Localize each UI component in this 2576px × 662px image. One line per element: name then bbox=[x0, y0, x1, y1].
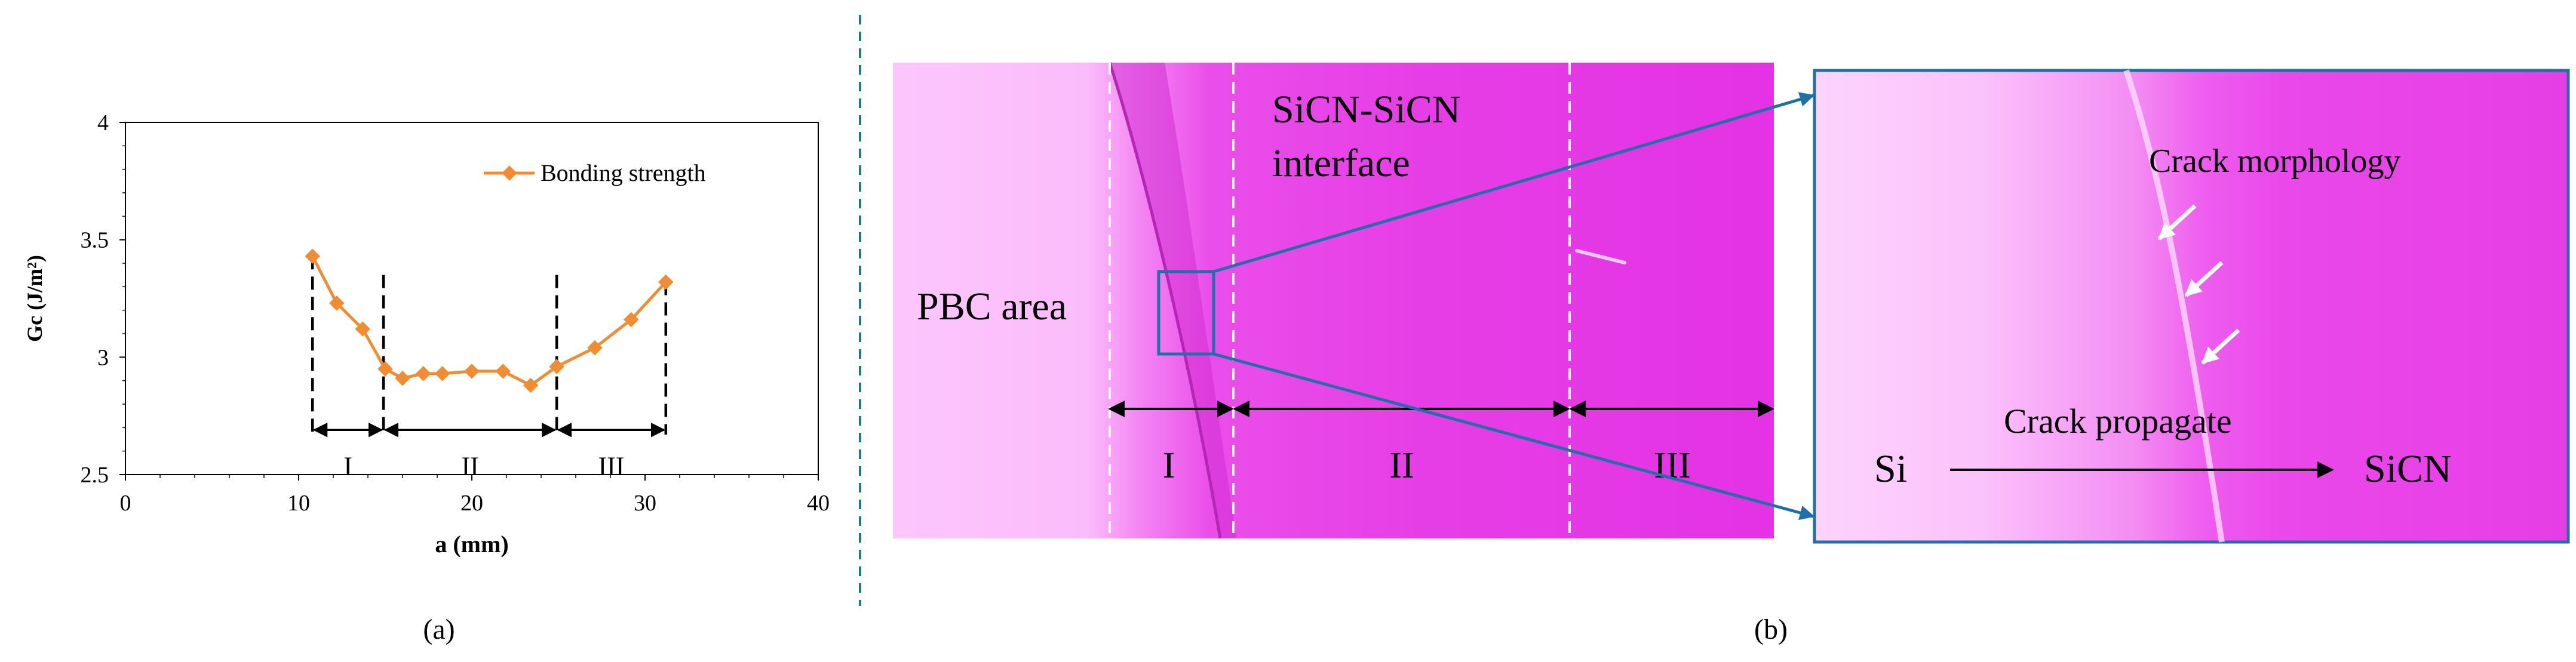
x-tick-label: 10 bbox=[287, 491, 310, 516]
micrograph-region-II: II bbox=[1389, 445, 1414, 486]
panel-a-caption: (a) bbox=[423, 614, 455, 645]
series-bonding-strength bbox=[305, 248, 674, 393]
main-micrograph: I II III SiCN-SiCN interface PBC area bbox=[893, 62, 1774, 539]
zoom-connector-bottom bbox=[1213, 352, 1815, 521]
sicn-label: SiCN bbox=[2364, 447, 2452, 491]
data-point bbox=[355, 321, 371, 337]
data-point bbox=[434, 366, 450, 381]
panel-b-caption: (b) bbox=[1754, 614, 1788, 645]
crack-morphology-label: Crack morphology bbox=[2149, 143, 2400, 180]
crack-arrow-3 bbox=[2201, 328, 2240, 365]
data-point bbox=[464, 364, 480, 379]
surface-scratch bbox=[1575, 249, 1626, 264]
legend-label: Bonding strength bbox=[541, 159, 706, 186]
pbc-area-label: PBC area bbox=[917, 285, 1067, 328]
series-line bbox=[311, 255, 667, 387]
data-point bbox=[377, 361, 393, 377]
data-point bbox=[495, 364, 511, 379]
x-tick-label: 30 bbox=[634, 491, 656, 516]
legend: Bonding strength bbox=[484, 159, 706, 186]
data-point bbox=[329, 295, 345, 311]
x-tick-label: 0 bbox=[120, 491, 131, 516]
boundary-line bbox=[1108, 62, 1222, 539]
data-point bbox=[523, 377, 539, 393]
x-axis-ticks: 0 10 20 30 40 bbox=[120, 475, 830, 516]
data-point bbox=[395, 371, 410, 386]
legend-marker bbox=[502, 165, 517, 181]
interface-label-line2: interface bbox=[1272, 141, 1410, 185]
data-point bbox=[549, 359, 564, 374]
region-dividers bbox=[311, 256, 668, 435]
micrograph-background bbox=[893, 63, 1774, 538]
y-tick-label: 4 bbox=[97, 110, 109, 136]
zoom-panel bbox=[1813, 69, 2570, 544]
interface-label-line1: SiCN-SiCN bbox=[1272, 88, 1460, 131]
crack-arrow-1 bbox=[2157, 204, 2197, 241]
chart-region-label: II bbox=[461, 451, 478, 481]
y-axis-label: Gc (J/m²) bbox=[23, 255, 47, 342]
chart-region-label: I bbox=[343, 451, 352, 481]
plot-frame bbox=[125, 122, 819, 475]
chart-region-label: III bbox=[598, 451, 624, 481]
data-point bbox=[305, 248, 320, 264]
data-point bbox=[416, 366, 431, 381]
x-tick-label: 20 bbox=[460, 491, 483, 516]
x-tick-label: 40 bbox=[807, 491, 830, 516]
crack-propagate-label: Crack propagate bbox=[2004, 402, 2232, 441]
zoom-selection-box bbox=[1157, 270, 1215, 356]
zoomed-micrograph: Crack morphology Crack propagate Si SiCN bbox=[1813, 69, 2570, 544]
si-label: Si bbox=[1874, 447, 1907, 491]
y-tick-label: 3.5 bbox=[81, 228, 109, 253]
y-axis-ticks: 2.5 3 3.5 4 bbox=[81, 110, 125, 488]
y-tick-label: 3 bbox=[97, 345, 109, 370]
micrograph-region-III: III bbox=[1654, 445, 1691, 486]
x-axis-label: a (mm) bbox=[435, 531, 508, 558]
y-tick-label: 2.5 bbox=[81, 463, 109, 488]
crack-line bbox=[2123, 69, 2225, 543]
data-point bbox=[587, 340, 603, 356]
zoom-connector-top bbox=[1213, 92, 1815, 273]
crack-arrow-2 bbox=[2184, 261, 2224, 297]
micrograph-region-I: I bbox=[1163, 445, 1175, 486]
